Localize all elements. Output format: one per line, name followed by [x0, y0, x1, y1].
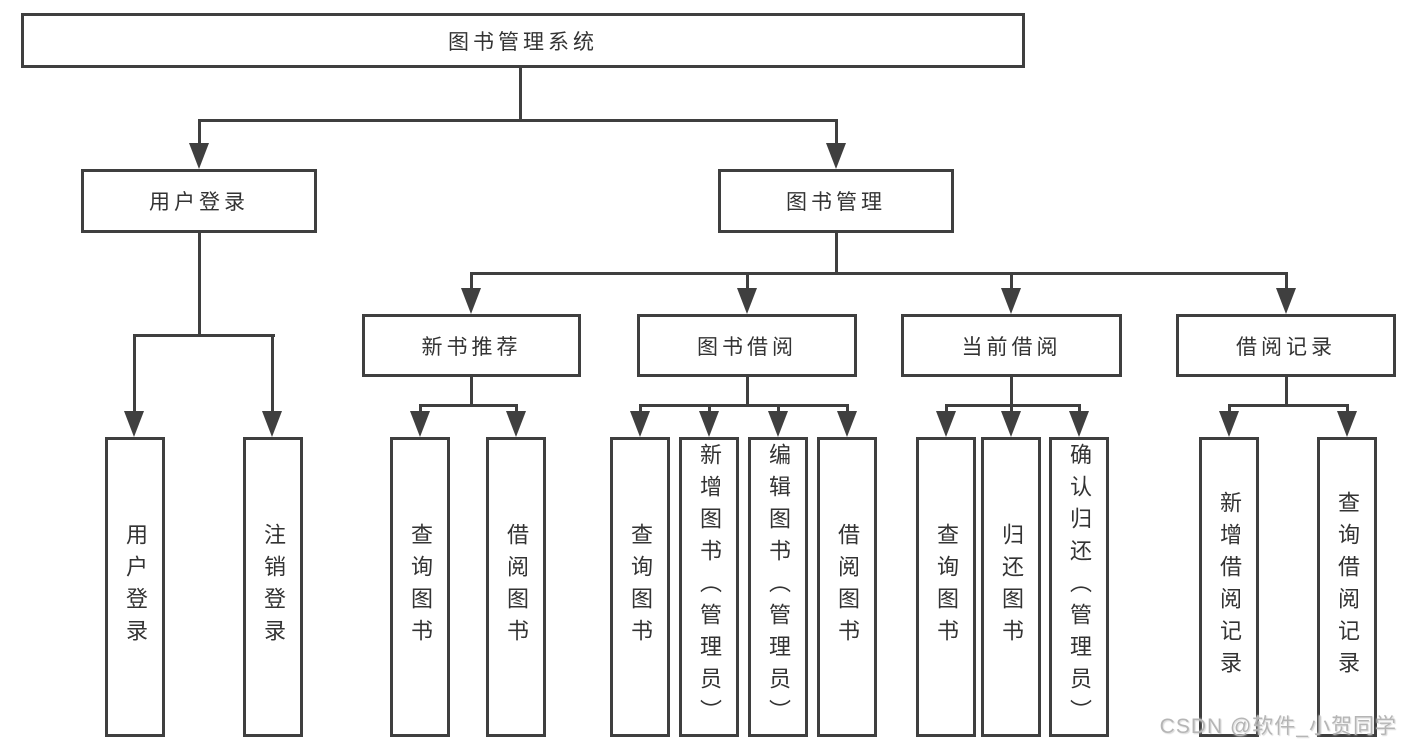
arrow-down	[1069, 411, 1089, 437]
arrow-down	[1001, 411, 1021, 437]
arrow-down	[189, 143, 209, 169]
arrow-down	[262, 411, 282, 437]
arrow-down	[630, 411, 650, 437]
arrow-down	[1219, 411, 1239, 437]
connector-group-trunk	[746, 377, 749, 406]
node-user-login: 用户登录	[81, 169, 317, 233]
connector-stub	[271, 334, 274, 414]
node-new-book-recommend: 新书推荐	[362, 314, 581, 377]
node-borrow-books: 借阅图书	[817, 437, 877, 737]
node-query-books: 查询图书	[390, 437, 450, 737]
arrow-down	[837, 411, 857, 437]
arrow-down	[936, 411, 956, 437]
csdn-watermark: CSDN @软件_小贺同学	[1159, 715, 1397, 738]
arrow-down	[1337, 411, 1357, 437]
connector-group-hline	[419, 404, 517, 407]
node-query-books: 查询图书	[610, 437, 670, 737]
node-query-borrow-record: 查询借阅记录	[1317, 437, 1377, 737]
arrow-down	[1001, 288, 1021, 314]
connector-stub	[198, 119, 201, 147]
connector-book-trunk	[835, 233, 838, 275]
arrow-down	[1276, 288, 1296, 314]
connector-group-hline	[1228, 404, 1348, 407]
node-borrow-books: 借阅图书	[486, 437, 546, 737]
connector-user-hline	[133, 334, 275, 337]
node-borrow-records: 借阅记录	[1176, 314, 1396, 377]
node-query-books: 查询图书	[916, 437, 976, 737]
arrow-down	[506, 411, 526, 437]
connector-group-trunk	[1285, 377, 1288, 406]
connector-group-trunk	[1010, 377, 1013, 406]
node-add-borrow-record: 新增借阅记录	[1199, 437, 1259, 737]
node-confirm-return-admin: 确认归还（管理员）	[1049, 437, 1109, 737]
node-library-system: 图书管理系统	[21, 13, 1025, 68]
node-edit-book-admin: 编辑图书（管理员）	[748, 437, 808, 737]
connector-level2-hline	[198, 119, 837, 122]
arrow-down	[124, 411, 144, 437]
node-return-books: 归还图书	[981, 437, 1041, 737]
node-logout: 注销登录	[243, 437, 303, 737]
arrow-down	[826, 143, 846, 169]
node-user-login-leaf: 用户登录	[105, 437, 165, 737]
connector-stub	[1285, 272, 1288, 294]
arrow-down	[410, 411, 430, 437]
node-add-book-admin: 新增图书（管理员）	[679, 437, 739, 737]
connector-stub	[835, 119, 838, 147]
arrow-down	[699, 411, 719, 437]
node-current-borrowing: 当前借阅	[901, 314, 1122, 377]
arrow-down	[768, 411, 788, 437]
connector-user-trunk	[198, 233, 201, 337]
connector-root-trunk	[519, 68, 522, 122]
connector-stub	[1010, 272, 1013, 294]
connector-group-hline	[639, 404, 848, 407]
node-book-management: 图书管理	[718, 169, 954, 233]
connector-stub	[133, 334, 136, 414]
connector-stub	[746, 272, 749, 294]
connector-stub	[470, 272, 473, 294]
node-book-borrowing: 图书借阅	[637, 314, 857, 377]
connector-level3-hline	[470, 272, 1288, 275]
connector-group-trunk	[470, 377, 473, 406]
arrow-down	[737, 288, 757, 314]
arrow-down	[461, 288, 481, 314]
